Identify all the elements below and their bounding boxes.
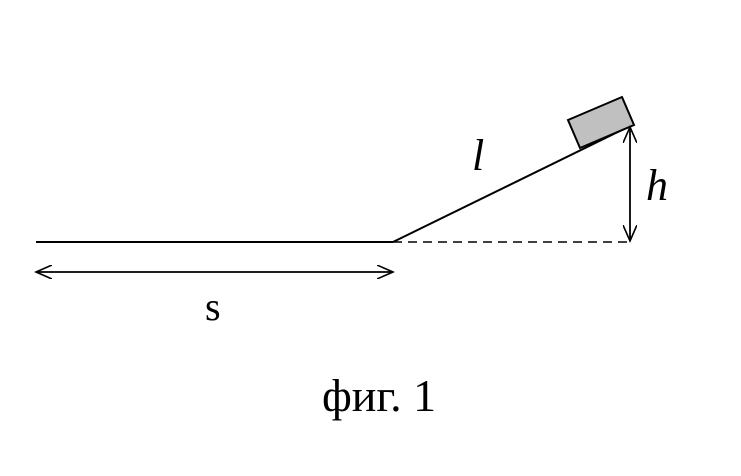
label-distance: s	[205, 284, 221, 329]
label-height: h	[646, 161, 668, 210]
figure-caption: фиг. 1	[322, 370, 436, 421]
label-incline-length: l	[472, 131, 484, 180]
incline-line	[392, 125, 631, 243]
block	[566, 95, 636, 150]
